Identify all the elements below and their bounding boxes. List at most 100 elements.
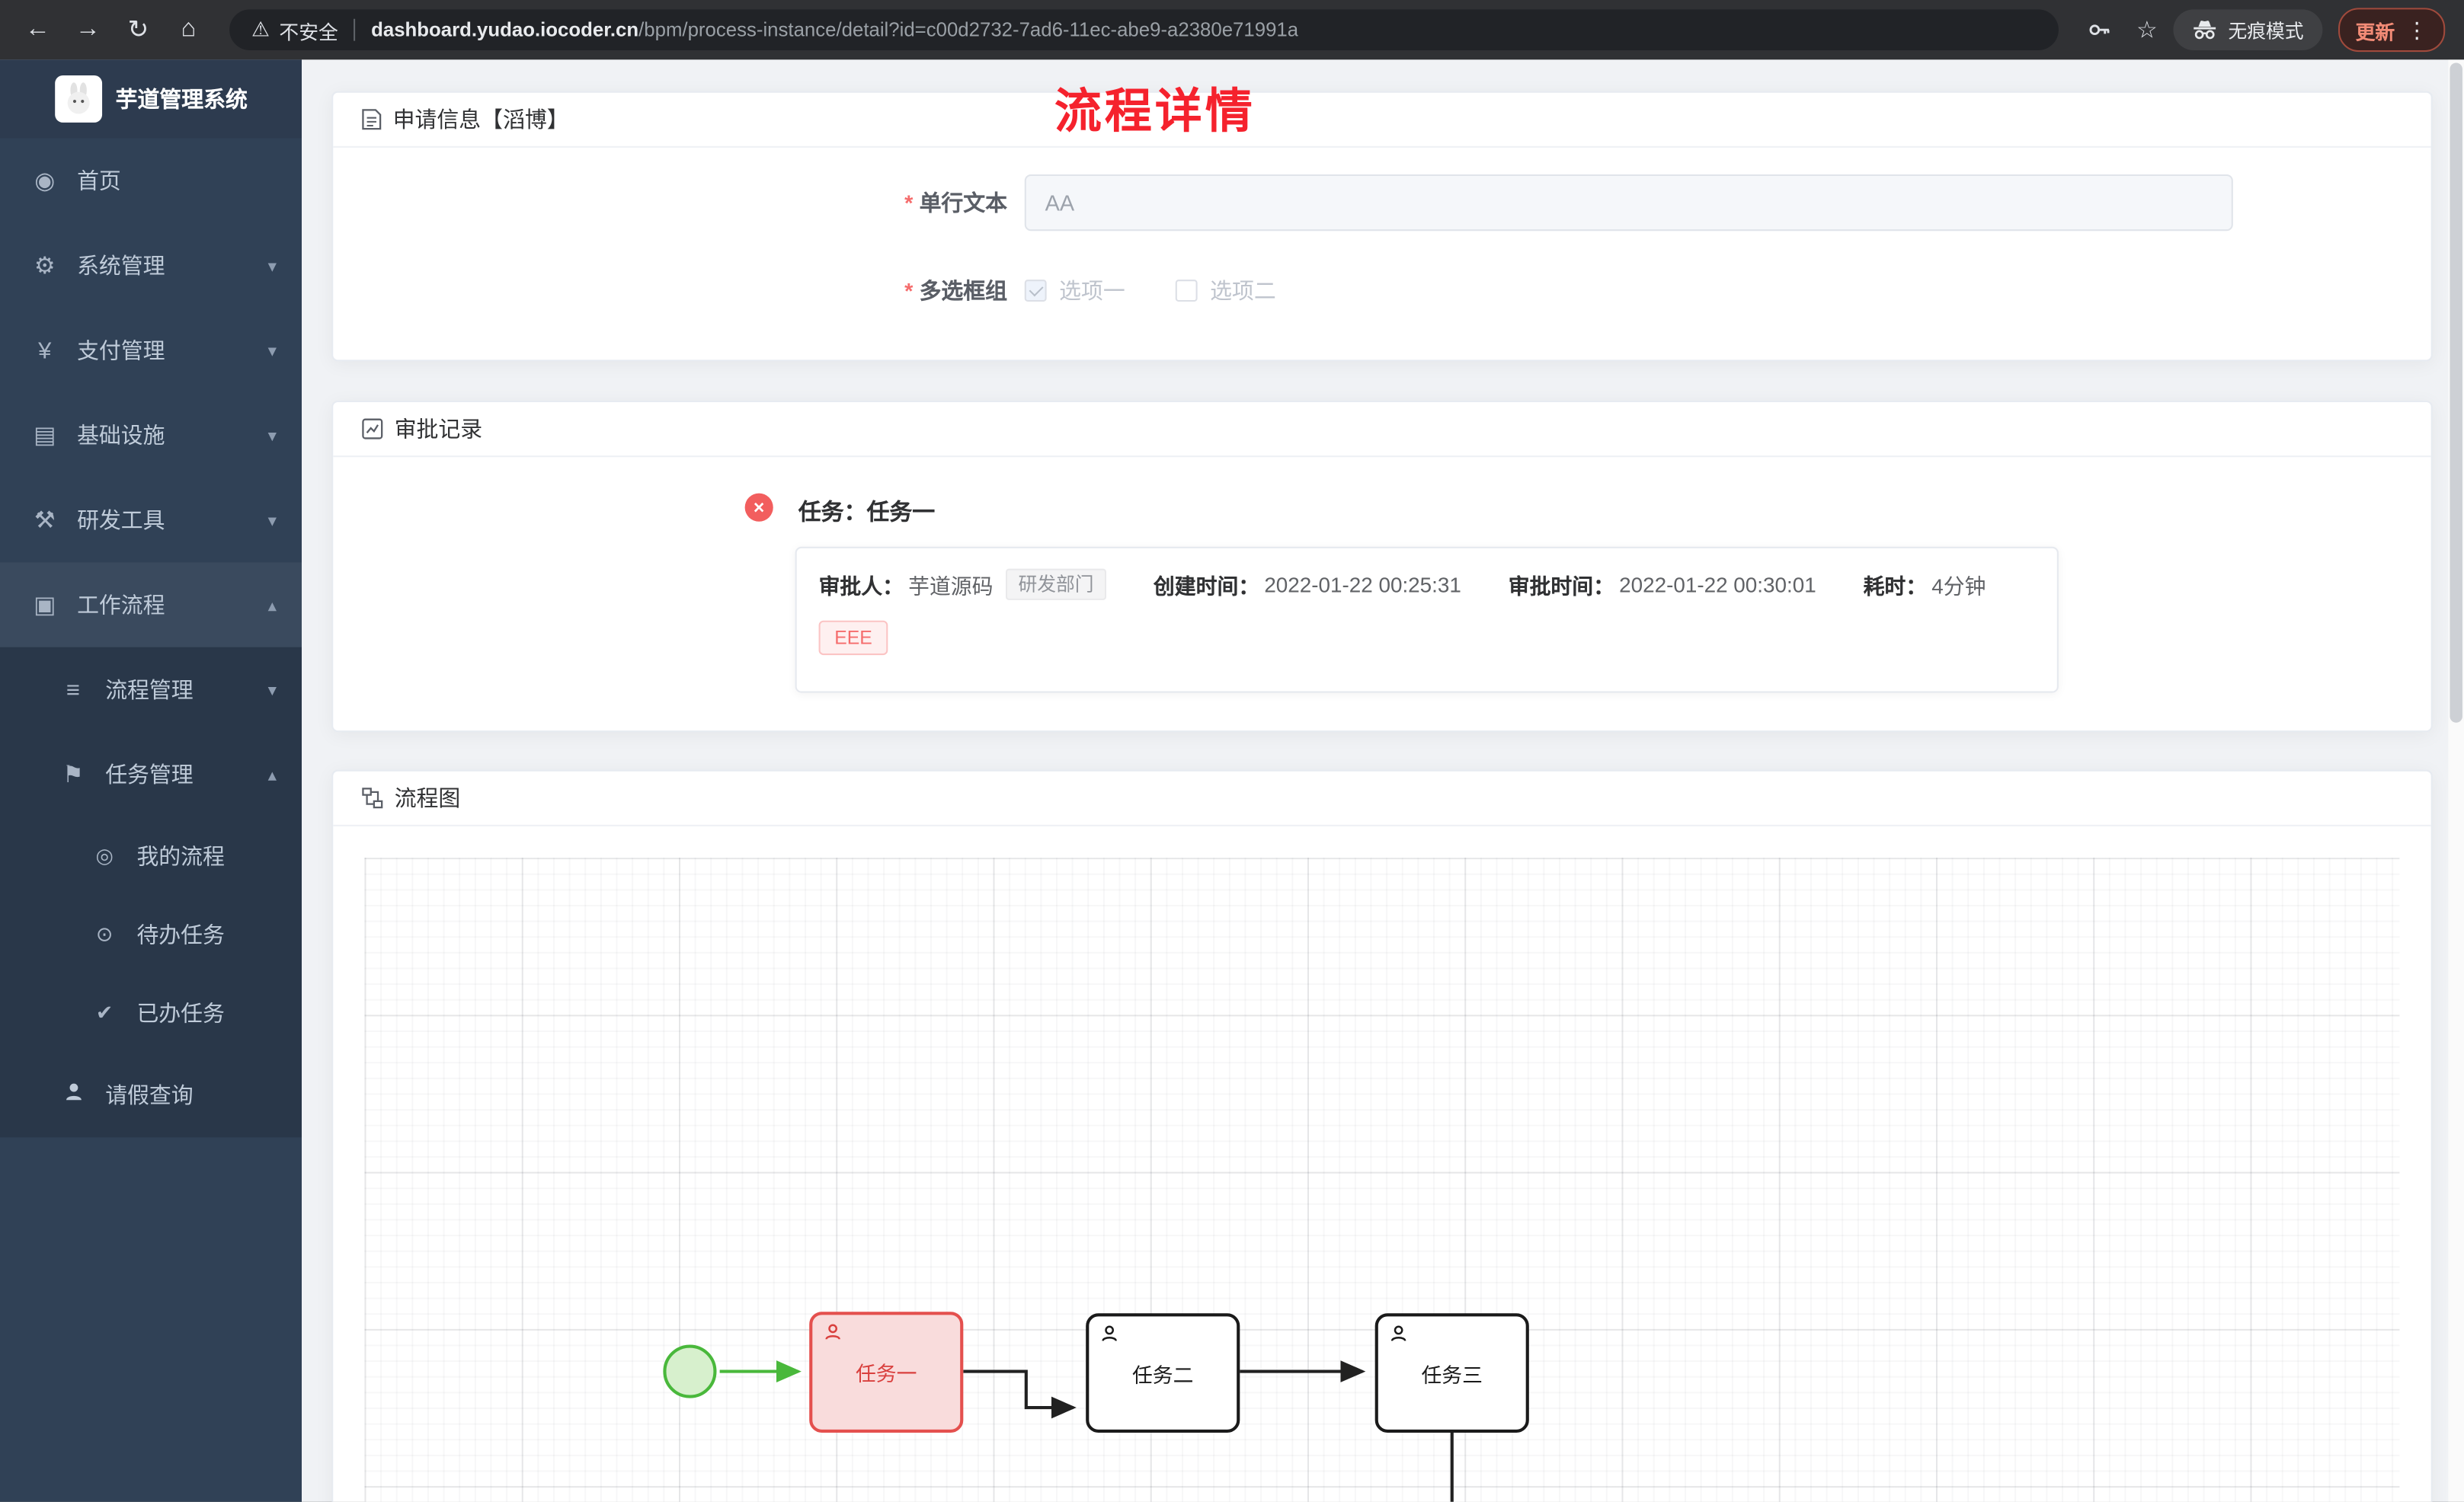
forward-icon[interactable]: → (75, 15, 101, 43)
field-label-checkbox: *多选框组 (333, 275, 1007, 306)
chevron-down-icon: ▾ (267, 341, 277, 361)
home-icon[interactable]: ⌂ (181, 15, 197, 43)
rejected-status-icon: × (744, 493, 773, 522)
user-task-icon (1100, 1325, 1119, 1344)
process-diagram-card: 流程图 (331, 769, 2433, 1502)
url-path: /bpm/process-instance/detail?id=c00d2732… (638, 18, 1299, 41)
diagram-icon (361, 787, 383, 809)
sidebar-item-infrastructure[interactable]: ▤ 基础设施 ▾ (0, 393, 302, 478)
sidebar-item-process-management[interactable]: ≡ 流程管理 ▾ (0, 647, 302, 732)
checkbox-option-2[interactable]: 选项二 (1175, 275, 1276, 306)
created-time-group: 创建时间： 2022-01-22 00:25:31 (1154, 569, 1461, 600)
workflow-icon: ▣ (34, 592, 56, 619)
checkbox-unchecked-icon[interactable] (1175, 280, 1198, 302)
sidebar-item-home[interactable]: ◉ 首页 (0, 139, 302, 223)
scrollbar-thumb[interactable] (2450, 62, 2462, 723)
my-process-icon: ◎ (95, 843, 114, 868)
approved-time-group: 审批时间： 2022-01-22 00:30:01 (1509, 569, 1816, 600)
workflow-submenu: ≡ 流程管理 ▾ ⚑ 任务管理 ▴ ◎ 我的流程 ⊙ 待办任务 (0, 647, 302, 1138)
browser-toolbar: ← → ↻ ⌂ ⚠ 不安全 dashboard.yudao.iocoder.cn… (0, 0, 2464, 60)
chevron-up-icon: ▴ (267, 765, 277, 785)
apply-card-body: *单行文本 *多选框组 选项一 选项二 (333, 174, 2430, 306)
incognito-badge: 无痕模式 (2173, 9, 2323, 50)
back-icon[interactable]: ← (25, 15, 50, 43)
diagram-card-header: 流程图 (333, 772, 2431, 826)
chevron-down-icon: ▾ (267, 257, 277, 276)
task-label: 任务二 (1131, 1363, 1194, 1387)
approver-name: 芋道源码 (908, 574, 994, 599)
url-domain: dashboard.yudao.iocoder.cn (371, 18, 639, 41)
sidebar-item-system[interactable]: ⚙ 系统管理 ▾ (0, 223, 302, 308)
duration-label: 耗时： (1863, 574, 1928, 599)
app-logo-row[interactable]: 芋道管理系统 (0, 59, 302, 139)
created-time-value: 2022-01-22 00:25:31 (1264, 572, 1461, 596)
card-title: 申请信息【滔博】 (392, 107, 569, 133)
sidebar-item-task-management[interactable]: ⚑ 任务管理 ▴ (0, 732, 302, 817)
reload-icon[interactable]: ↻ (127, 17, 149, 44)
not-secure-label: 不安全 (279, 21, 338, 43)
form-row-text: *单行文本 (333, 174, 2430, 232)
key-icon[interactable] (2077, 8, 2121, 52)
payment-icon: ¥ (38, 337, 52, 364)
approval-records-card: 审批记录 × 任务：任务一 审批人： 芋道源码 研发部门 (331, 400, 2433, 733)
user-task-icon (824, 1323, 843, 1342)
dashboard-icon: ◉ (34, 168, 56, 195)
sidebar-item-leave-query[interactable]: 请假查询 (0, 1053, 302, 1137)
approval-card-header: 审批记录 (333, 402, 2431, 458)
checkbox-label: 选项一 (1059, 278, 1125, 304)
start-event-node[interactable] (663, 1344, 717, 1398)
task-node-2[interactable]: 任务二 (1086, 1313, 1240, 1433)
sidebar-item-done-tasks[interactable]: ✔ 已办任务 (0, 974, 302, 1053)
checkbox-option-1[interactable]: 选项一 (1024, 275, 1125, 306)
sidebar-item-my-processes[interactable]: ◎ 我的流程 (0, 817, 302, 896)
sidebar-item-label: 系统管理 (77, 253, 165, 279)
content-scrollbar[interactable] (2448, 59, 2464, 1502)
bookmark-star-icon[interactable]: ☆ (2136, 17, 2158, 44)
approver-label: 审批人： (818, 574, 904, 599)
checkbox-label: 选项二 (1210, 278, 1276, 304)
comment-tag: EEE (818, 620, 888, 656)
field-label: 单行文本 (919, 190, 1008, 216)
sidebar-item-label: 研发工具 (77, 507, 165, 533)
duration-group: 耗时： 4分钟 (1864, 569, 1986, 600)
single-line-text-input[interactable] (1024, 174, 2233, 232)
omnibox-divider (354, 18, 356, 41)
flow-task1-to-task2 (963, 1369, 1077, 1419)
sidebar-item-label: 首页 (77, 168, 121, 193)
sidebar-item-label: 流程管理 (105, 676, 194, 702)
sidebar-item-label: 已办任务 (136, 1000, 225, 1026)
incognito-icon (2194, 21, 2216, 40)
task-node-1[interactable]: 任务一 (809, 1312, 964, 1433)
apply-info-card: 申请信息【滔博】 *单行文本 *多选框组 选项一 (331, 91, 2433, 362)
sidebar-item-devtools[interactable]: ⚒ 研发工具 ▾ (0, 478, 302, 562)
task-node-3[interactable]: 任务三 (1374, 1313, 1529, 1433)
sidebar-item-label: 支付管理 (77, 337, 165, 363)
approved-time-label: 审批时间： (1508, 574, 1614, 599)
field-label-text: *单行文本 (333, 187, 1007, 218)
main-content: 流程详情 申请信息【滔博】 *单行文本 *多选框组 (302, 59, 2464, 1502)
field-label: 多选框组 (919, 278, 1008, 304)
sidebar-item-workflow[interactable]: ▣ 工作流程 ▴ (0, 562, 302, 647)
chevron-down-icon: ▾ (267, 426, 277, 446)
card-title: 流程图 (394, 785, 461, 811)
sequence-flow-edges (719, 1360, 1454, 1502)
card-title: 审批记录 (394, 416, 483, 442)
sidebar-item-todo-tasks[interactable]: ⊙ 待办任务 (0, 896, 302, 974)
sidebar-item-label: 我的流程 (136, 843, 225, 869)
document-icon (361, 108, 382, 130)
update-chip[interactable]: 更新 ⋮ (2338, 8, 2446, 53)
approval-detail-card: 审批人： 芋道源码 研发部门 创建时间： 2022-01-22 00:25:31… (795, 546, 2059, 693)
not-secure-icon: ⚠ (251, 17, 270, 41)
record-chart-icon (361, 418, 383, 440)
task-label: 任务三 (1421, 1363, 1483, 1387)
required-asterisk: * (904, 278, 914, 304)
checkbox-checked-icon[interactable] (1024, 280, 1047, 302)
task-label: 任务一 (855, 1362, 917, 1386)
bpmn-canvas[interactable]: 任务一 任务二 任务三 (364, 858, 2400, 1502)
address-bar[interactable]: ⚠ 不安全 dashboard.yudao.iocoder.cn/bpm/pro… (229, 9, 2058, 50)
duration-value: 4分钟 (1931, 574, 1986, 599)
browser-menu-icon[interactable]: ⋮ (2405, 16, 2428, 42)
sidebar-item-label: 任务管理 (105, 762, 194, 788)
sidebar-item-payment[interactable]: ¥ 支付管理 ▾ (0, 308, 302, 392)
